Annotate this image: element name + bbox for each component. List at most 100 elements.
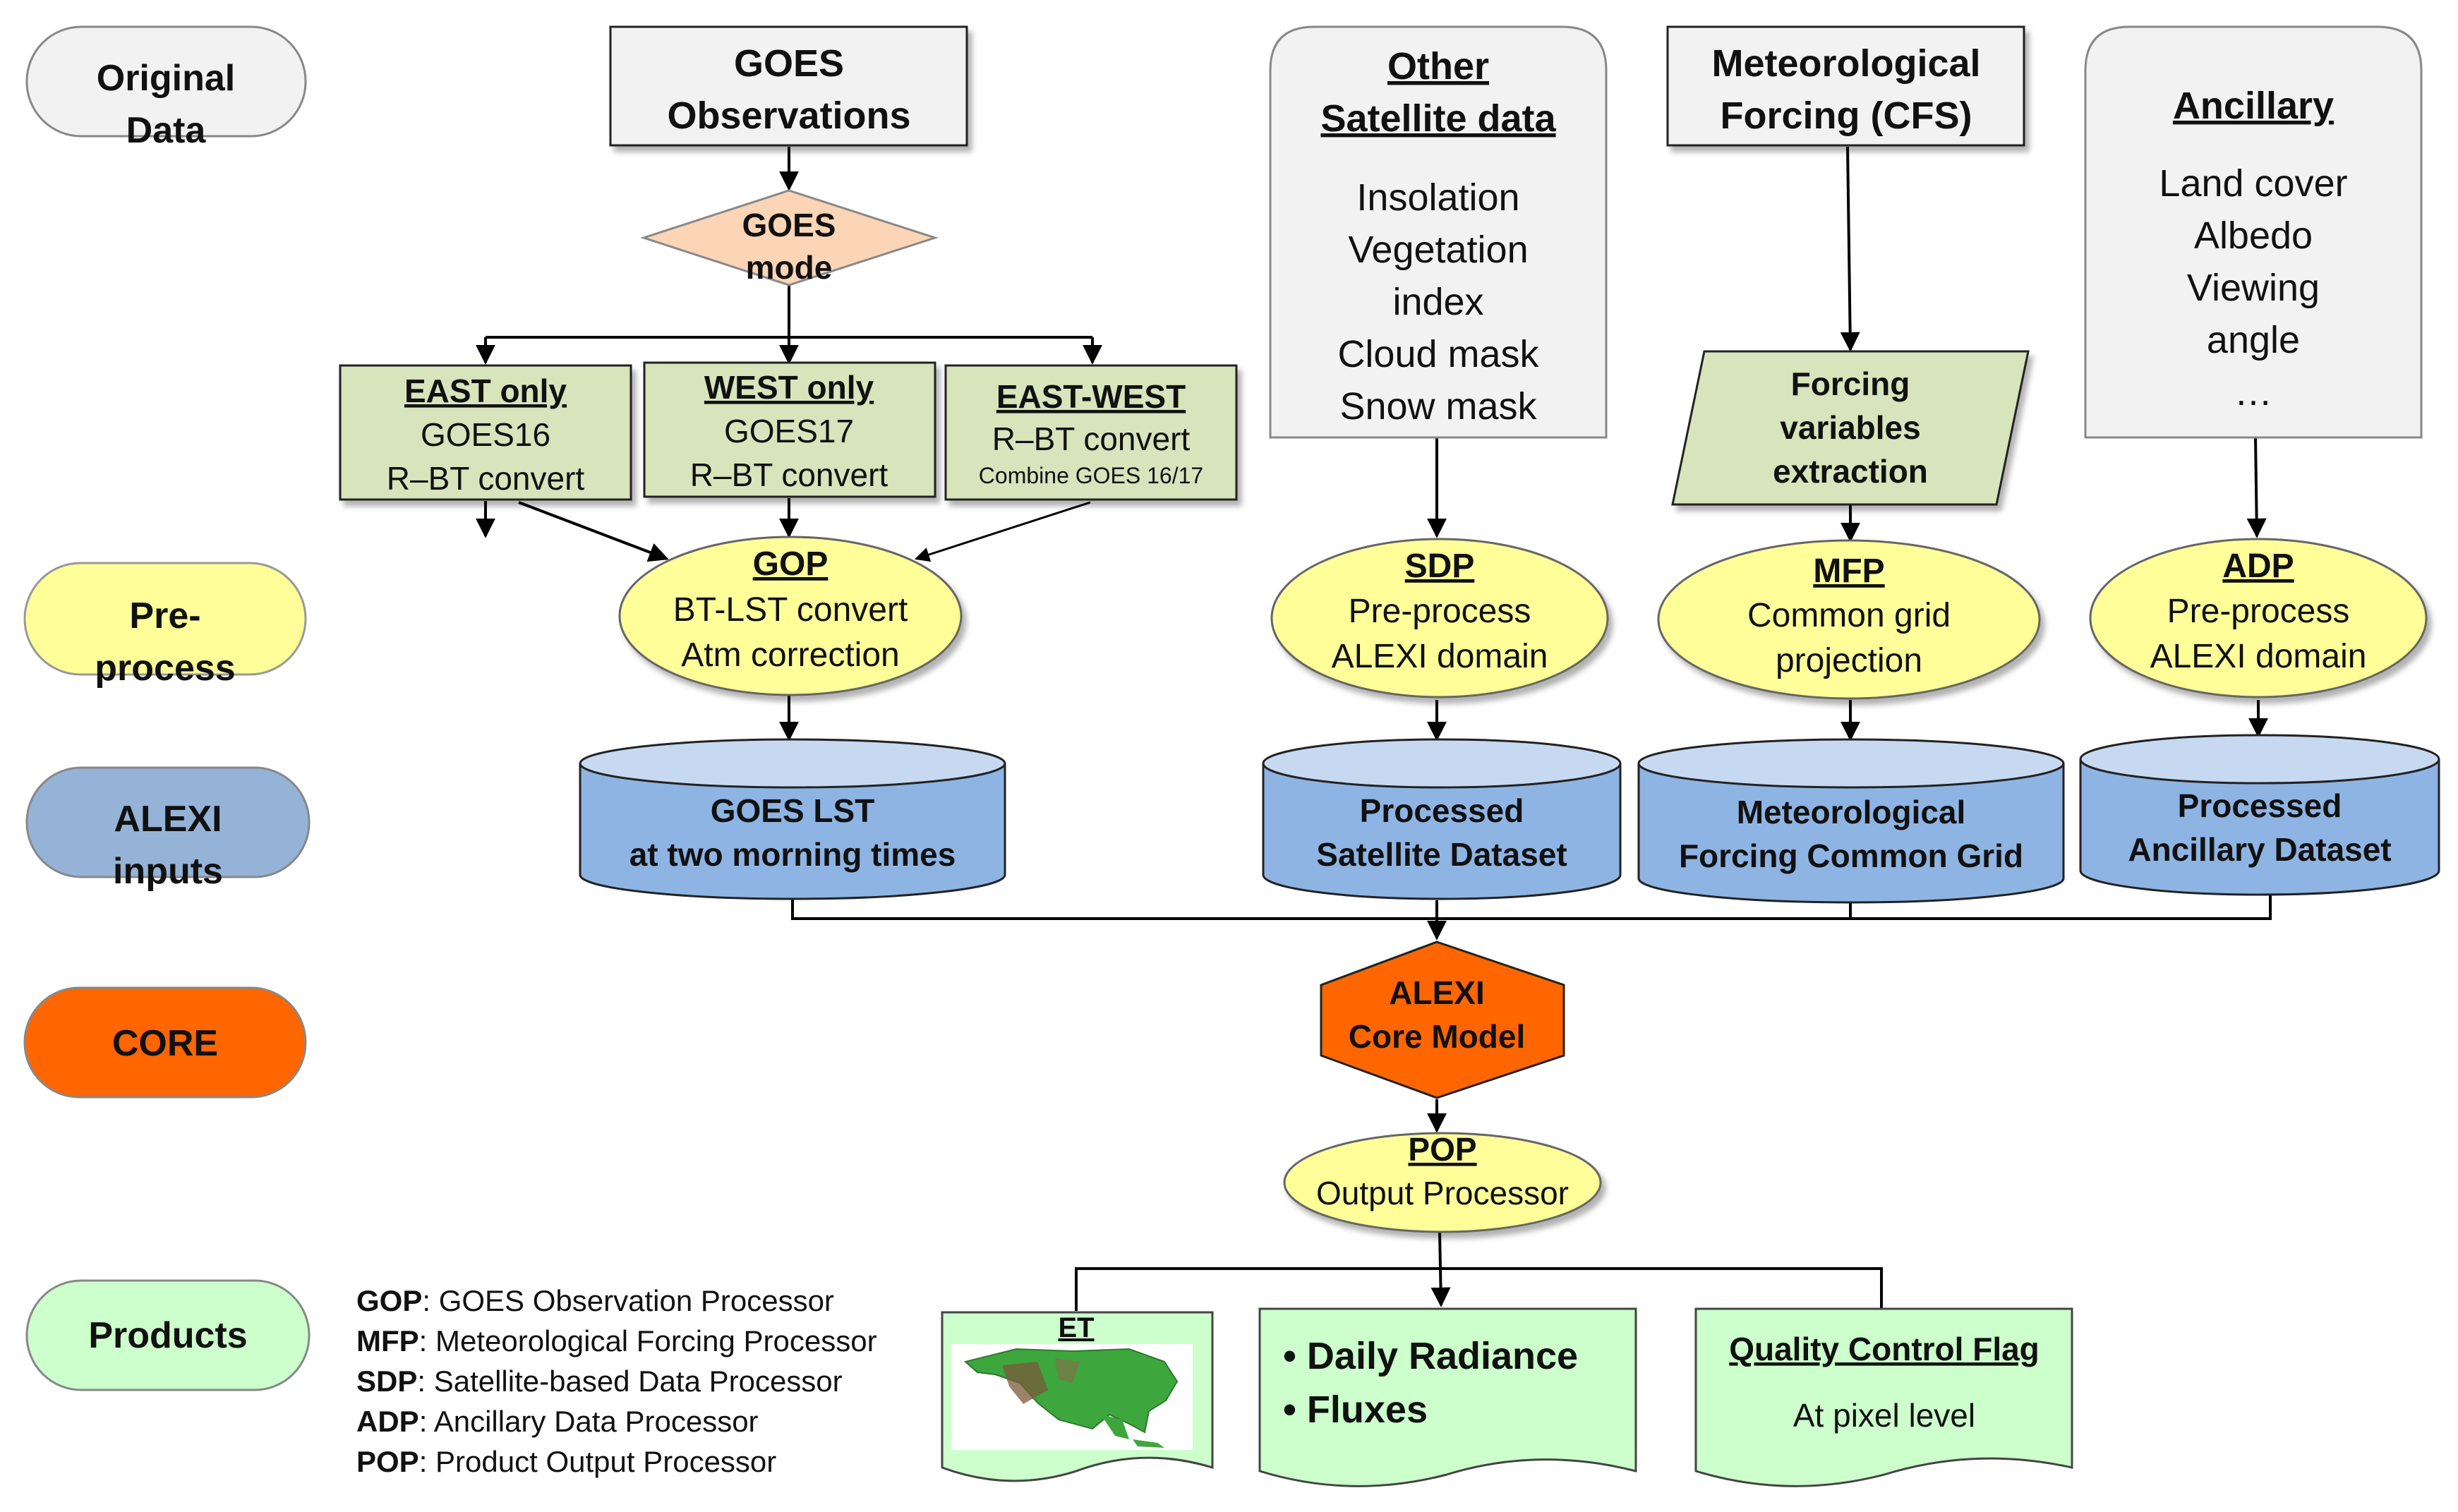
sdp-line2: ALEXI domain (1332, 638, 1548, 675)
mfp-line2: projection (1776, 642, 1922, 679)
gop-title: GOP (753, 545, 829, 583)
ancillary-item-line-0: Land cover (2159, 162, 2347, 205)
east-only-title: EAST only (404, 373, 567, 409)
adp-line1: Pre-process (2167, 593, 2350, 630)
goes-observations-box: GOES Observations (609, 25, 968, 147)
other-satellite-title-line-1: Satellite data (1320, 97, 1556, 140)
fluxes-line-1: • Fluxes (1283, 1389, 1428, 1431)
adp-line2: ALEXI domain (2150, 638, 2367, 675)
sdp-ellipse: SDP Pre-process ALEXI domain (1270, 538, 1609, 698)
sdp-title: SDP (1405, 548, 1475, 585)
processed-ancillary-line-1: Ancillary Dataset (2128, 831, 2391, 868)
legend-desc: : Meteorological Forcing Processor (419, 1324, 877, 1357)
ancillary-item-line-4: … (2234, 371, 2272, 413)
legend-desc: : Ancillary Data Processor (419, 1405, 759, 1438)
pop-title: POP (1408, 1131, 1476, 1168)
et-product: ET (941, 1311, 1214, 1482)
goes-observations-label: GOES Observations (667, 42, 910, 137)
mfp-ellipse: MFP Common grid projection (1657, 539, 2041, 700)
east-only-line1: GOES16 (421, 416, 550, 453)
east-west-line2: Combine GOES 16/17 (979, 463, 1203, 488)
stage-preprocess-line-1: process (95, 648, 235, 689)
stage-preprocess: Pre-process (23, 562, 307, 689)
alexi-core-line-1: Core Model (1349, 1018, 1525, 1055)
connectors (476, 146, 2272, 1311)
west-only-line2: R–BT convert (690, 456, 888, 493)
stage-alexi-inputs-line-1: inputs (113, 851, 223, 892)
other-satellite-item-line-1: Vegetation (1348, 229, 1528, 271)
goes-observations-line-1: Observations (667, 95, 910, 137)
fluxes-product: • Daily Radiance • Fluxes (1258, 1307, 1637, 1487)
stage-alexi-inputs: ALEXI inputs (25, 766, 311, 892)
forcing-extraction-line-2: extraction (1773, 453, 1928, 490)
west-only-box: WEST only GOES17 R–BT convert (643, 361, 936, 498)
stage-original-line-1: Data (126, 110, 207, 151)
other-satellite-item-line-2: index (1392, 281, 1483, 323)
legend-entry-sdp: SDP: Satellite-based Data Processor (356, 1365, 843, 1398)
met-forcing-db-line-0: Meteorological (1737, 794, 1966, 830)
stage-core-label: CORE (112, 1023, 218, 1064)
et-title: ET (1058, 1312, 1094, 1343)
met-forcing-db-line-1: Forcing Common Grid (1679, 837, 2023, 874)
west-only-title: WEST only (704, 369, 874, 406)
west-only-line1: GOES17 (724, 413, 854, 449)
gop-ellipse: GOP BT-LST convert Atm correction (618, 536, 963, 696)
fluxes-label: • Daily Radiance • Fluxes (1283, 1335, 1578, 1431)
quality-control-title: Quality Control Flag (1729, 1331, 2040, 1367)
east-west-title: EAST-WEST (996, 378, 1186, 415)
processed-satellite-line-0: Processed (1360, 792, 1524, 829)
other-satellite-item-line-0: Insolation (1356, 176, 1519, 219)
east-only-line2: R–BT convert (387, 460, 585, 497)
sdp-line1: Pre-process (1349, 593, 1531, 630)
legend-abbr: GOP (356, 1284, 422, 1317)
fluxes-line-0: • Daily Radiance (1283, 1335, 1578, 1377)
met-forcing-line-0: Meteorological (1711, 42, 1980, 85)
legend-entry-gop: GOP: GOES Observation Processor (356, 1284, 834, 1317)
legend-entry-pop: POP: Product Output Processor (356, 1445, 776, 1478)
stage-preprocess-line-0: Pre- (129, 595, 200, 636)
gop-line2: Atm correction (681, 636, 899, 674)
ancillary-item-line-2: Viewing (2187, 267, 2320, 309)
alexi-core-label: ALEXI Core Model (1349, 974, 1525, 1055)
processed-satellite-line-1: Satellite Dataset (1316, 836, 1567, 873)
other-satellite-item-line-4: Snow mask (1339, 385, 1537, 428)
stage-alexi-inputs-line-0: ALEXI (114, 799, 222, 840)
pop-ellipse: POP Output Processor (1283, 1131, 1602, 1233)
goes-observations-line-0: GOES (734, 42, 844, 85)
met-forcing-line-1: Forcing (CFS) (1721, 95, 1972, 137)
stage-alexi-inputs-label: ALEXI inputs (113, 799, 223, 892)
alexi-core-hexagon: ALEXI Core Model (1320, 941, 1565, 1099)
other-satellite-title-line-0: Other (1387, 45, 1489, 87)
goes-lst-line-0: GOES LST (711, 792, 875, 829)
processed-ancillary-line-0: Processed (2178, 787, 2342, 824)
pop-line1: Output Processor (1316, 1175, 1569, 1211)
forcing-extraction-line-1: variables (1780, 409, 1920, 446)
gop-line1: BT-LST convert (673, 591, 908, 629)
ancillary-item-line-1: Albedo (2194, 214, 2313, 257)
goes-lst-line-1: at two morning times (629, 836, 956, 873)
goes-mode-line-1: mode (746, 249, 833, 286)
ancillary-title: Ancillary (2173, 85, 2334, 127)
east-west-box: EAST-WEST R–BT convert Combine GOES 16/1… (944, 364, 1238, 501)
alexi-core-line-0: ALEXI (1389, 974, 1484, 1011)
legend-abbr: POP (356, 1445, 419, 1478)
